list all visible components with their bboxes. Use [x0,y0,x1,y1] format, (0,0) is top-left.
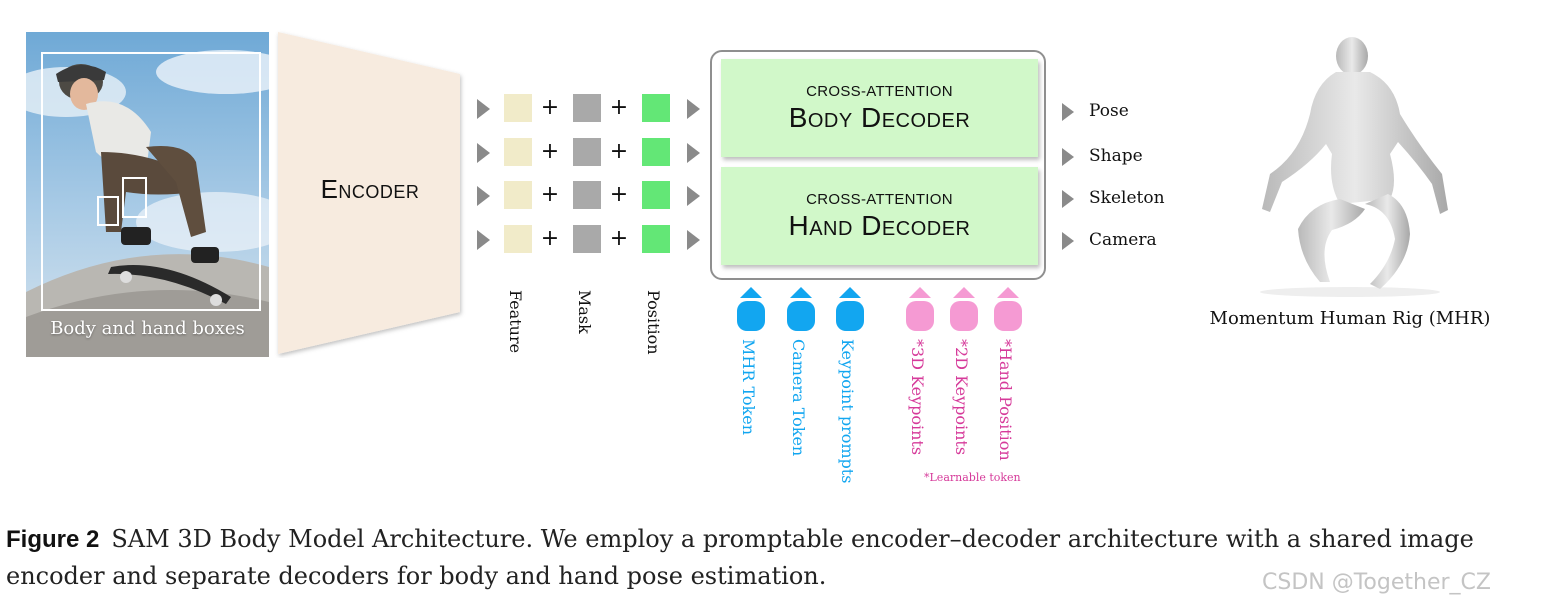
arrow-right-icon [1062,190,1074,208]
watermark: CSDN @Together_CZ [1262,570,1491,595]
position-label: Position [644,290,663,355]
hand-box-right [122,177,147,218]
plus-icon: + [540,226,560,251]
arrow-right-icon [687,143,700,163]
caption-text: SAM 3D Body Model Architecture. We emplo… [6,525,1474,590]
mask-label: Mask [575,290,594,334]
mhr-token: MHR Token [737,287,765,435]
arrow-right-icon [477,143,490,163]
arrow-right-icon [687,186,700,206]
hand-decoder-subtitle: CROSS-ATTENTION [806,191,953,208]
2d-keypoints-label: *2D Keypoints [952,339,971,456]
token-shape [836,301,864,331]
plus-icon: + [540,182,560,207]
token-shape [737,301,765,331]
body-decoder: CROSS-ATTENTION Body Decoder [721,59,1038,157]
keypoint-prompts-token: Keypoint prompts [836,287,864,483]
mhr-token-label: MHR Token [739,339,758,435]
position-token [642,138,670,166]
arrow-up-icon [909,287,931,298]
feature-token [504,138,532,166]
mhr-body-mesh [1260,37,1448,297]
token-shape [787,301,815,331]
arrow-right-icon [1062,103,1074,121]
mask-token [573,138,601,166]
mask-token [573,225,601,253]
arrow-up-icon [953,287,975,298]
arrow-up-icon [997,287,1019,298]
encoder-block [278,32,460,354]
keypoint-prompts-label: Keypoint prompts [838,339,857,484]
arrow-right-icon [477,99,490,119]
learnable-token-note: *Learnable token [924,471,1021,484]
mhr-label: Momentum Human Rig (MHR) [1209,308,1491,329]
output-label: Shape [1089,146,1143,166]
arrow-up-icon [839,287,861,298]
position-token [642,94,670,122]
plus-icon: + [609,182,629,207]
token-shape [994,301,1022,331]
body-box [41,52,261,311]
arrow-right-icon [1062,232,1074,250]
plus-icon: + [609,226,629,251]
camera-token: Camera Token [787,287,815,456]
token-shape [950,301,978,331]
camera-token-label: Camera Token [789,339,808,457]
feature-label: Feature [506,290,525,354]
feature-token [504,94,532,122]
hand-position-label: *Hand Position [996,339,1015,461]
body-decoder-subtitle: CROSS-ATTENTION [806,83,953,100]
hand-decoder: CROSS-ATTENTION Hand Decoder [721,167,1038,265]
input-image: Body and hand boxes [26,32,269,357]
arrow-right-icon [477,230,490,250]
mask-token [573,181,601,209]
arrow-right-icon [687,99,700,119]
hand-decoder-title: Hand Decoder [788,210,971,241]
feature-token [504,225,532,253]
arrow-right-icon [687,230,700,250]
output-label: Skeleton [1089,188,1165,208]
feature-token [504,181,532,209]
3d-keypoints-token: *3D Keypoints [906,287,934,455]
mask-token [573,94,601,122]
output-label: Pose [1089,101,1129,121]
plus-icon: + [540,95,560,120]
3d-keypoints-label: *3D Keypoints [908,339,927,456]
plus-icon: + [609,139,629,164]
position-token [642,181,670,209]
arrow-right-icon [477,186,490,206]
arrow-up-icon [740,287,762,298]
hand-box-left [97,196,119,226]
hand-position-token: *Hand Position [994,287,1022,461]
body-decoder-title: Body Decoder [788,102,971,133]
photo-label: Body and hand boxes [50,318,245,339]
2d-keypoints-token: *2D Keypoints [950,287,978,455]
token-shape [906,301,934,331]
output-label: Camera [1089,230,1157,250]
arrow-right-icon [1062,148,1074,166]
encoder-label: Encoder [320,174,420,204]
plus-icon: + [540,139,560,164]
position-token [642,225,670,253]
figure-number: Figure 2 [6,526,100,553]
plus-icon: + [609,95,629,120]
arrow-up-icon [790,287,812,298]
